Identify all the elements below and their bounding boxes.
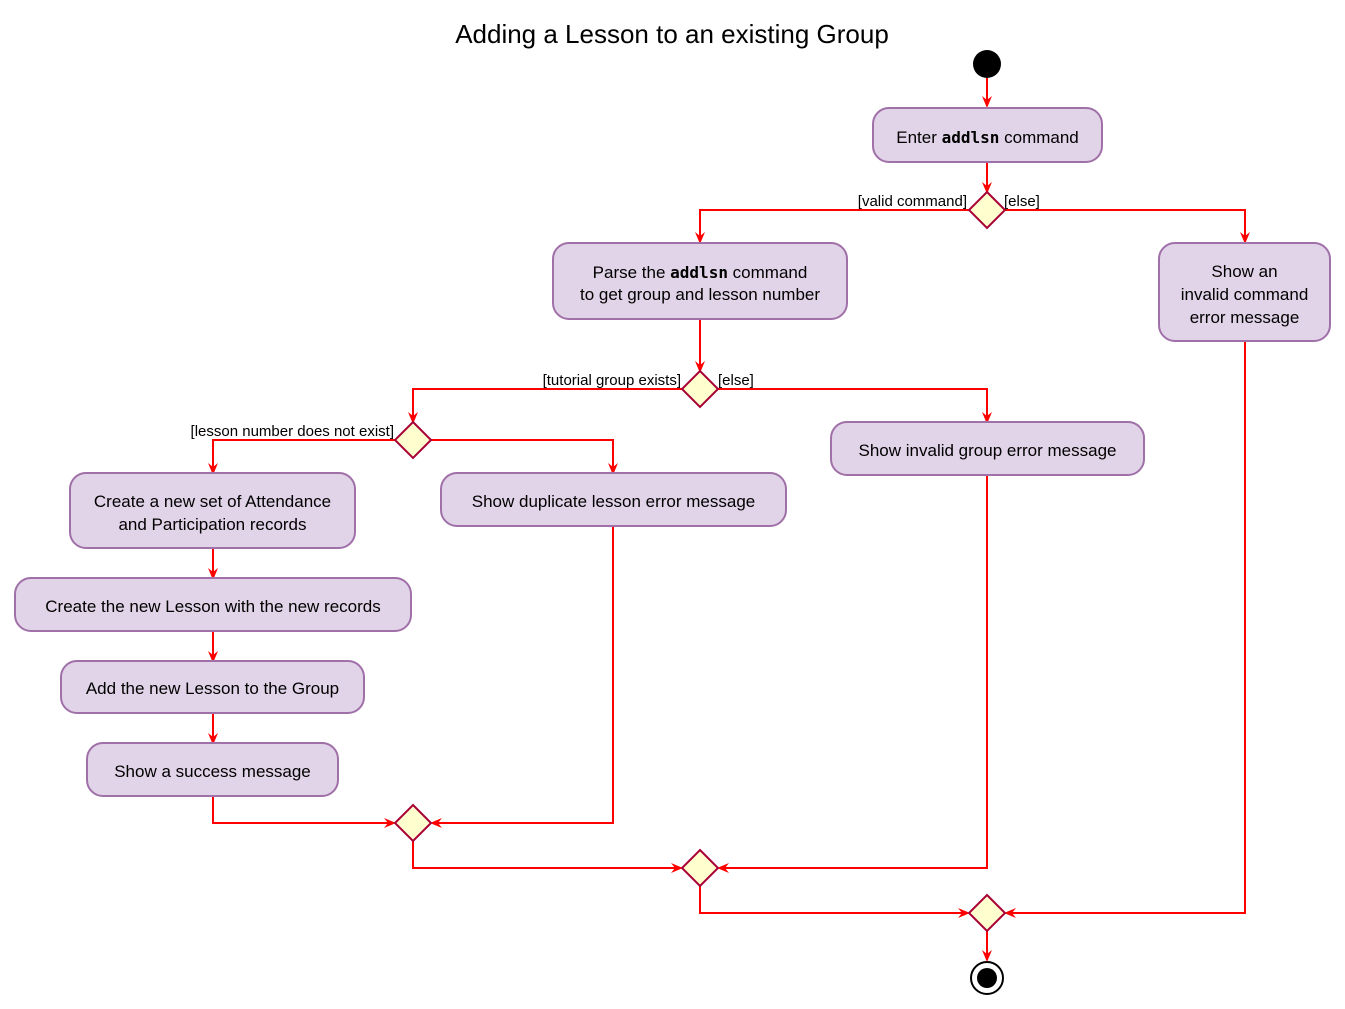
arrowhead — [384, 818, 396, 828]
flow-decision1-else — [1005, 209, 1246, 240]
activity-text: to get group and lesson number — [580, 285, 820, 304]
flow-duplicate-to-merge1 — [434, 526, 614, 824]
activity-invalid-command-error: Show an invalid command error message — [1158, 242, 1331, 342]
arrowhead — [430, 818, 442, 828]
activity-text: command — [728, 263, 807, 282]
flow-decision1-valid — [699, 209, 970, 240]
arrowhead — [982, 412, 992, 424]
svg-text:Enter addlsn command: Enter addlsn command — [896, 128, 1079, 147]
activity-duplicate-lesson-error: Show duplicate lesson error message — [440, 472, 787, 527]
activity-enter-command: Enter addlsn command — [872, 107, 1103, 163]
merge-command-branches — [967, 893, 1007, 933]
arrowhead — [958, 908, 970, 918]
flow-lines — [212, 78, 1246, 958]
arrowhead — [208, 651, 218, 663]
activity-success-message: Show a success message — [86, 742, 339, 797]
activity-text: error message — [1190, 308, 1300, 327]
command-code: addlsn — [670, 263, 728, 282]
activity-create-records: Create a new set of Attendance and Parti… — [69, 472, 356, 549]
guard-group-exists: [tutorial group exists] — [543, 372, 681, 389]
activity-text: command — [999, 128, 1078, 147]
activity-add-lesson: Add the new Lesson to the Group — [60, 660, 365, 714]
activity-text: invalid command — [1181, 285, 1309, 304]
arrowhead — [408, 412, 418, 424]
arrowhead — [208, 463, 218, 475]
merge-lesson-branches — [393, 803, 433, 843]
activity-text: Show an — [1211, 262, 1277, 281]
arrowhead — [208, 568, 218, 580]
decision-diamonds — [393, 190, 1007, 933]
arrowhead — [671, 863, 683, 873]
activity-text: Create the new Lesson with the new recor… — [45, 597, 380, 616]
arrowhead — [695, 232, 705, 244]
decision-group-exists — [680, 369, 720, 409]
activity-invalid-group-error: Show invalid group error message — [830, 421, 1145, 476]
end-node — [970, 961, 1004, 995]
command-code: addlsn — [942, 128, 1000, 147]
flow-merge2-to-merge3 — [699, 886, 966, 914]
decision-valid-command — [967, 190, 1007, 230]
arrowhead — [982, 950, 992, 962]
diagram-title: Adding a Lesson to an existing Group — [455, 19, 889, 49]
activity-text: Show duplicate lesson error message — [472, 492, 755, 511]
merge-group-branches — [680, 848, 720, 888]
arrowhead — [1240, 232, 1250, 244]
activity-create-lesson: Create the new Lesson with the new recor… — [14, 577, 412, 632]
activity-text: and Participation records — [118, 515, 306, 534]
activity-text: Add the new Lesson to the Group — [86, 679, 339, 698]
activity-text: Show a success message — [114, 762, 311, 781]
flow-decision2-else — [718, 388, 988, 420]
arrowhead — [717, 863, 729, 873]
start-node — [973, 50, 1001, 78]
arrowhead — [208, 733, 218, 745]
activity-text: Create a new set of Attendance — [94, 492, 331, 511]
activity-parse-command: Parse the addlsn command to get group an… — [552, 242, 848, 320]
guard-else-command: [else] — [1004, 193, 1040, 210]
flow-invalidcmd-to-merge3 — [1008, 341, 1246, 914]
flow-success-to-merge1 — [212, 796, 392, 824]
arrowhead — [982, 96, 992, 108]
arrowhead — [608, 463, 618, 475]
flow-merge1-to-merge2 — [412, 841, 679, 869]
flow-decision3-not-exist — [212, 439, 396, 471]
activity-text: Show invalid group error message — [859, 441, 1117, 460]
arrowheads — [208, 96, 1250, 962]
decision-lesson-exists — [393, 420, 433, 460]
arrowhead — [982, 182, 992, 194]
svg-text:Parse the addlsn command: Parse the addlsn command — [593, 263, 808, 282]
arrowhead — [695, 361, 705, 373]
activity-text: Enter — [896, 128, 941, 147]
arrowhead — [1004, 908, 1016, 918]
guard-lesson-not-exist: [lesson number does not exist] — [191, 423, 394, 440]
guard-else-group: [else] — [718, 372, 754, 389]
flow-decision3-else — [431, 439, 614, 471]
activity-text: Parse the — [593, 263, 671, 282]
flow-decision2-exists — [412, 388, 683, 420]
guard-valid-command: [valid command] — [858, 193, 967, 210]
flow-invalidgroup-to-merge2 — [721, 475, 988, 869]
